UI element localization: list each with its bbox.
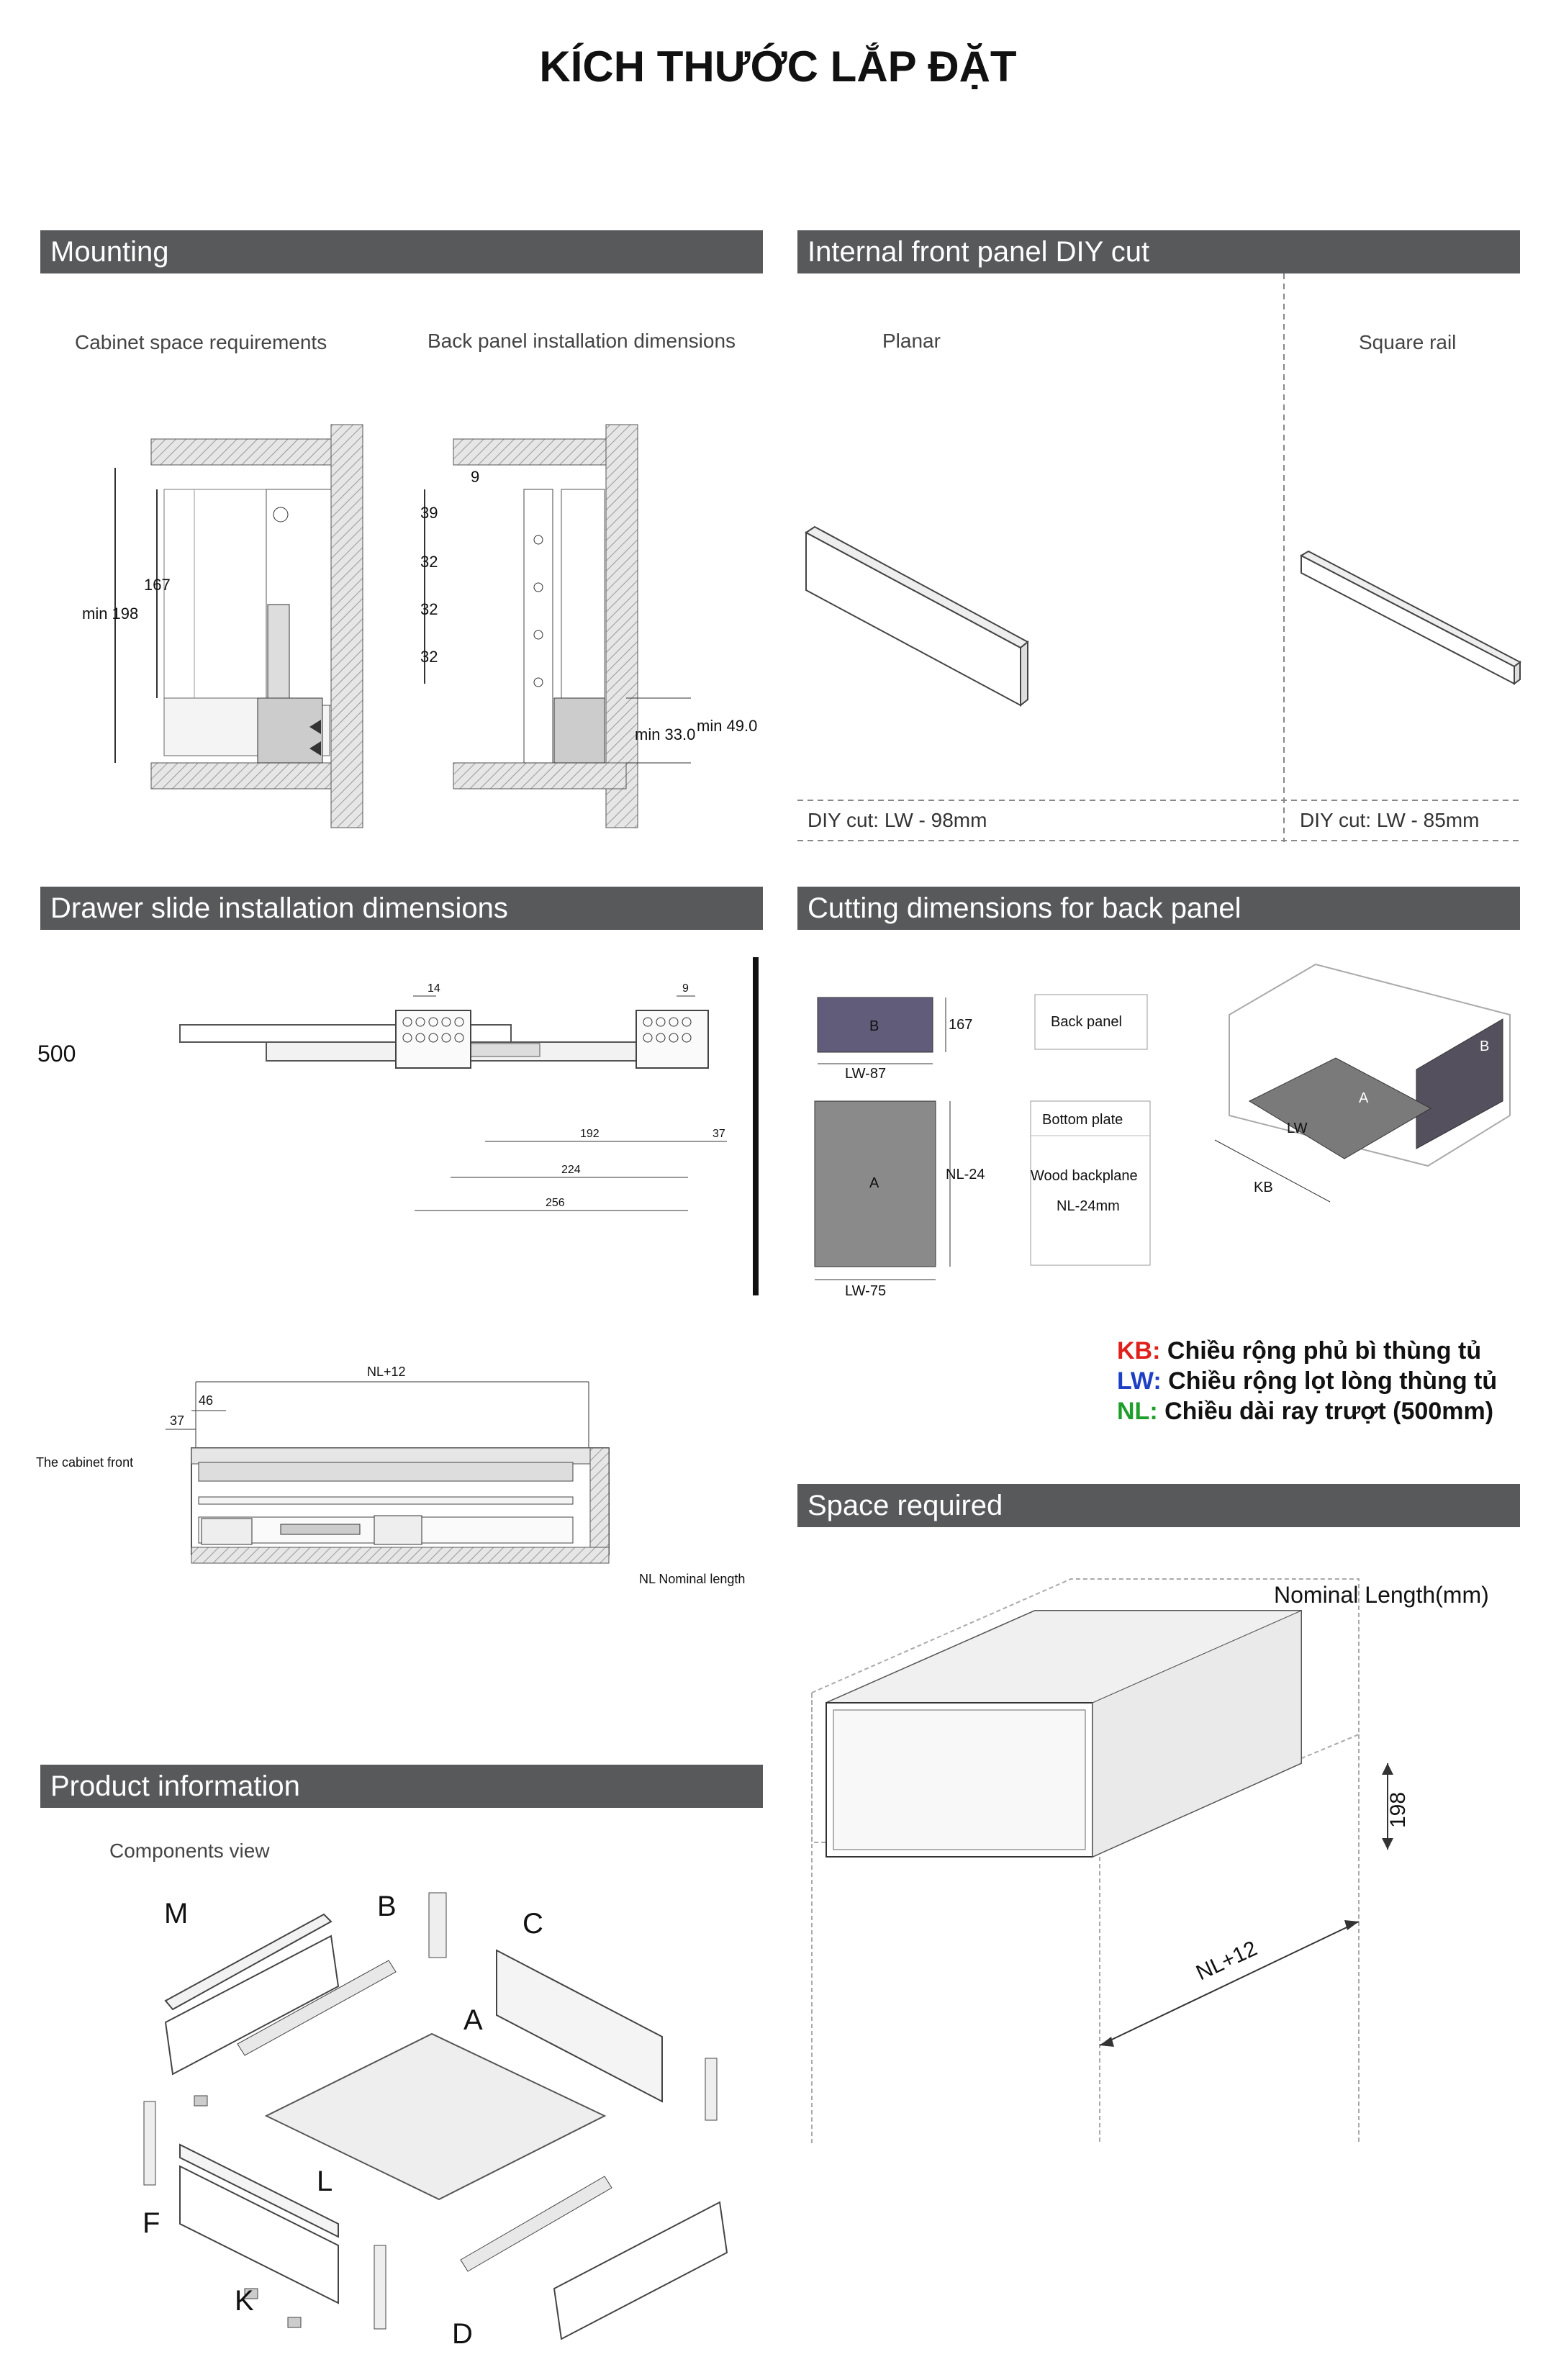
legend-nl-key: NL: xyxy=(1117,1398,1158,1425)
cabinet-space-caption: Cabinet space requirements xyxy=(75,331,327,353)
slide-dim-224: 224 xyxy=(561,1164,581,1176)
dim-min198: min 198 xyxy=(82,605,138,623)
side-dim-37: 37 xyxy=(170,1413,184,1428)
a-width: LW-75 xyxy=(845,1283,886,1299)
page-title: KÍCH THƯỚC LẮP ĐẶT xyxy=(539,42,1017,91)
dim-32b: 32 xyxy=(420,600,438,618)
legend-nl: NL: Chiều dài ray trượt (500mm) xyxy=(1117,1398,1493,1426)
nominal-length-heading: Nominal Length(mm) xyxy=(1274,1582,1489,1608)
drawer-side-view: NL+12 46 37 The cabinet front NL Nominal… xyxy=(36,1365,745,1586)
cabinet-front-label: The cabinet front xyxy=(36,1455,133,1470)
a-height: NL-24 xyxy=(946,1167,985,1182)
part-label-k: K xyxy=(235,2285,254,2317)
iso-lw-label: LW xyxy=(1287,1121,1308,1136)
part-label-d: D xyxy=(452,2318,473,2350)
part-label-a: A xyxy=(463,2004,483,2036)
wood-backplane-dim: NL-24mm xyxy=(1057,1198,1120,1214)
legend-kb: KB: Chiều rộng phủ bì thùng tủ xyxy=(1117,1337,1481,1365)
slide-heading: Drawer slide installation dimensions xyxy=(40,887,763,930)
a-label: A xyxy=(869,1175,879,1191)
legend-lw: LW: Chiều rộng lọt lòng thùng tủ xyxy=(1117,1367,1497,1395)
dim-min49: min 49.0 xyxy=(697,717,757,735)
part-label-b: B xyxy=(377,1891,397,1922)
slide-dim-256: 256 xyxy=(546,1197,565,1209)
dim-32c: 32 xyxy=(420,648,438,666)
space-height: 198 xyxy=(1386,1792,1410,1828)
bottom-plate-label: Bottom plate xyxy=(1042,1112,1123,1128)
dim-167: 167 xyxy=(144,576,171,594)
part-label-l: L xyxy=(317,2166,333,2197)
diy-panels-drawing xyxy=(797,273,1521,842)
space-heading: Space required xyxy=(797,1484,1520,1527)
iso-a-label: A xyxy=(1359,1090,1369,1106)
dim-39: 39 xyxy=(420,504,438,522)
dim-min33: min 33.0 xyxy=(635,725,695,743)
part-label-m: M xyxy=(164,1898,188,1929)
product-heading: Product information xyxy=(40,1765,763,1808)
square-cut-text: DIY cut: LW - 85mm xyxy=(1300,809,1480,831)
legend-kb-key: KB: xyxy=(1117,1337,1161,1365)
iso-b-label: B xyxy=(1480,1039,1489,1054)
legend-kb-text: Chiều rộng phủ bì thùng tủ xyxy=(1167,1337,1482,1365)
slide-dim-14: 14 xyxy=(428,982,440,995)
legend-nl-text: Chiều dài ray trượt (500mm) xyxy=(1164,1398,1494,1425)
diy-heading: Internal front panel DIY cut xyxy=(797,230,1520,273)
part-label-c: C xyxy=(523,1908,543,1940)
b-width: LW-87 xyxy=(845,1066,886,1082)
side-nl12: NL+12 xyxy=(367,1365,406,1379)
wood-backplane-label: Wood backplane xyxy=(1031,1168,1138,1184)
components-drawing: M B C A L F K D xyxy=(143,1891,728,2350)
mounting-heading: Mounting xyxy=(40,230,763,273)
legend-lw-key: LW: xyxy=(1117,1367,1162,1395)
b-height: 167 xyxy=(949,1017,972,1033)
slide-dim-37: 37 xyxy=(713,1128,725,1140)
iso-kb-label: KB xyxy=(1254,1180,1273,1195)
dim-32a: 32 xyxy=(420,553,438,571)
legend-lw-text: Chiều rộng lọt lòng thùng tủ xyxy=(1168,1367,1498,1395)
slide-drawing: 14 9 192 37 224 256 xyxy=(179,957,759,1295)
nominal-length-label: NL Nominal length xyxy=(639,1572,745,1586)
components-caption: Components view xyxy=(109,1840,270,1862)
planar-cut-text: DIY cut: LW - 98mm xyxy=(808,809,987,831)
back-panel-caption: Back panel installation dimensions xyxy=(428,330,736,352)
dim-9: 9 xyxy=(471,468,479,486)
planar-caption: Planar xyxy=(882,330,941,352)
square-rail-caption: Square rail xyxy=(1359,331,1457,353)
part-label-f: F xyxy=(143,2207,160,2239)
back-panel-label: Back panel xyxy=(1051,1014,1122,1030)
slide-length: 500 xyxy=(37,1041,76,1067)
space-required-drawing: 198 NL+12 xyxy=(811,1578,1410,2145)
slide-dim-9: 9 xyxy=(682,982,689,995)
b-label: B xyxy=(869,1018,879,1034)
cutting-drawing: B 167 LW-87 Back panel A NL-24 LW-75 Bot… xyxy=(814,963,1511,1299)
cutting-heading: Cutting dimensions for back panel xyxy=(797,887,1520,930)
back-panel-drawing: 9 39 32 32 32 min 49.0 min 33.0 xyxy=(420,424,757,828)
slide-dim-192: 192 xyxy=(580,1128,600,1140)
side-dim-46: 46 xyxy=(199,1393,213,1408)
space-length: NL+12 xyxy=(1193,1937,1261,1986)
cabinet-space-drawing: 167 min 198 xyxy=(82,424,363,828)
